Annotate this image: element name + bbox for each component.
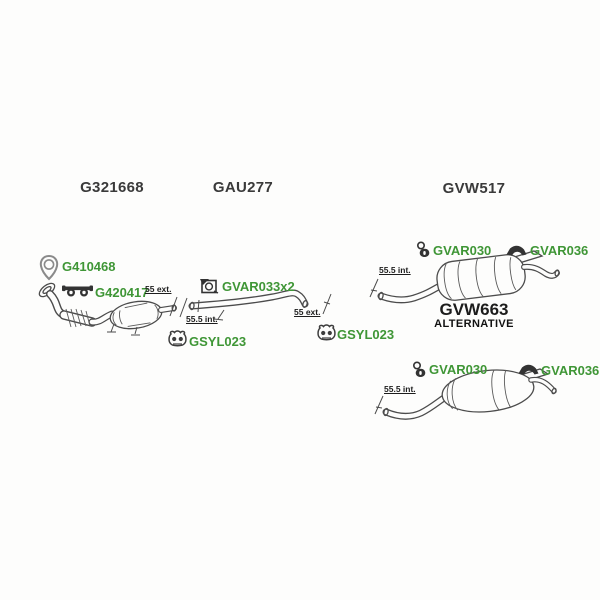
part-label-flange-gasket[interactable]: G420417: [95, 285, 149, 300]
alt-silencer-drawing: [374, 368, 557, 420]
flange-gasket-icon: [62, 285, 93, 297]
rubber-mount-icon: [168, 330, 187, 347]
saddle-bracket-icon: [518, 364, 539, 375]
mounting-bracket-icon: [200, 279, 219, 294]
section-header-front-pipe: G321668: [80, 179, 144, 196]
part-label-rubber-mount-center[interactable]: GSYL023: [337, 327, 395, 342]
measurement-front-pipe-outlet: 55 ext.: [145, 284, 172, 294]
measurement-center-pipe-outlet: 55 ext.: [294, 307, 321, 317]
section-header-rear-silencer: GVW517: [442, 180, 506, 197]
alternative-part-code: GVW663: [439, 300, 509, 319]
rubber-hanger-icon: [416, 241, 430, 257]
rubber-mount-icon: [317, 324, 336, 341]
part-label-gasket[interactable]: G410468: [62, 259, 116, 274]
rear-silencer-drawing: [369, 250, 560, 304]
saddle-bracket-icon: [506, 245, 527, 256]
rubber-hanger-icon: [412, 361, 426, 377]
part-label-saddle-bracket-alt[interactable]: GVAR036: [541, 363, 600, 378]
center-pipe-drawing: [188, 289, 332, 321]
part-label-rubber-hanger-alt[interactable]: GVAR030: [429, 362, 488, 377]
gasket-icon: [39, 254, 59, 281]
measurement-rear-silencer-inlet: 55.5 int.: [379, 265, 411, 275]
part-label-saddle-bracket-top[interactable]: GVAR036: [530, 243, 589, 258]
part-label-mounting-bracket[interactable]: GVAR033x2: [222, 279, 295, 294]
measurement-center-pipe-inlet: 55.5 int.: [186, 314, 218, 324]
part-label-rubber-mount-front[interactable]: GSYL023: [189, 334, 247, 349]
measurement-alt-silencer-inlet: 55.5 int.: [384, 384, 416, 394]
section-header-center-pipe: GAU277: [212, 179, 274, 196]
alternative-note: ALTERNATIVE: [434, 318, 514, 330]
front-downpipe-cat-drawing: [38, 282, 188, 336]
part-label-rubber-hanger-top[interactable]: GVAR030: [433, 243, 492, 258]
